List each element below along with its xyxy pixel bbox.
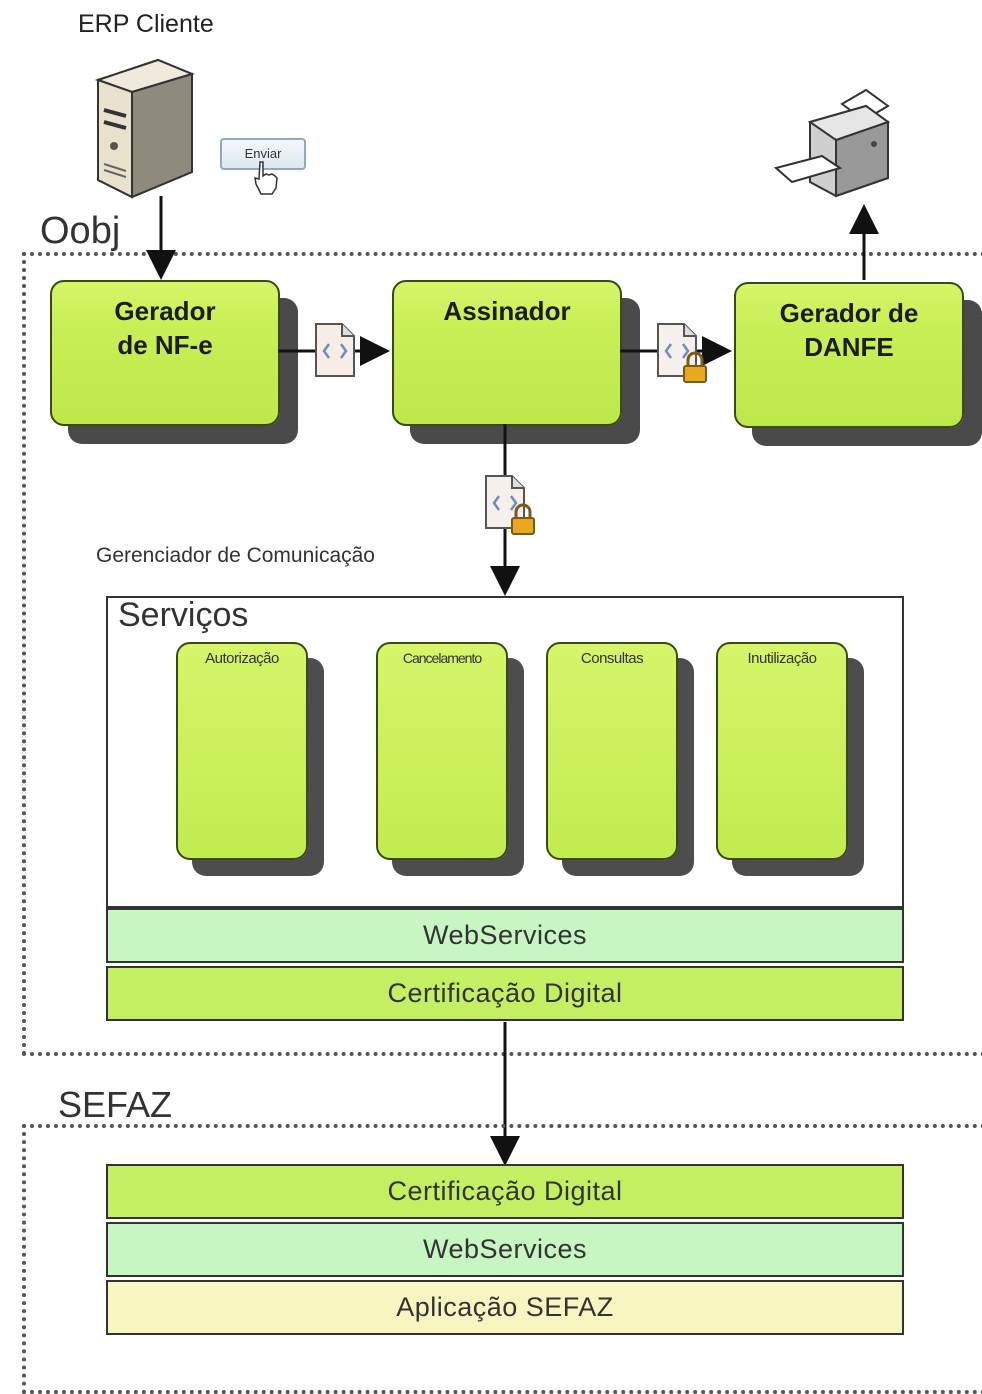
oobj-region [22,252,982,1056]
oobj-certificacao-band: Certificação Digital [106,966,904,1021]
sefaz-webservices-label: WebServices [422,1234,588,1264]
service-inutilizacao: Inutilização [716,642,848,860]
sefaz-certificacao-band: Certificação Digital [106,1164,904,1219]
gerador-nfe-box: Gerador de NF-e [50,280,280,426]
service-autorizacao: Autorização [176,642,308,860]
service-inutilizacao-label: Inutilização [747,650,817,667]
assinador-box: Assinador [392,280,622,426]
gerador-danfe-label: Gerador de DANFE [779,298,919,362]
servicos-title: Serviços [118,596,249,634]
printer-icon [773,88,891,198]
service-consultas-label: Consultas [580,650,644,667]
signed-xml-document-icon [657,323,707,383]
assinador-label: Assinador [443,296,571,326]
service-autorizacao-label: Autorização [205,650,279,667]
signed-xml-document-icon-2 [485,475,535,535]
oobj-webservices-band: WebServices [106,908,904,963]
gerador-nfe-label: Gerador de NF-e [114,296,216,360]
oobj-title: Oobj [40,210,121,252]
sefaz-aplicacao-label: Aplicação SEFAZ [396,1292,614,1322]
sefaz-title: SEFAZ [58,1084,173,1125]
sefaz-webservices-band: WebServices [106,1222,904,1277]
sefaz-certificacao-label: Certificação Digital [387,1176,623,1206]
service-cancelamento: Cancelamento [376,642,508,860]
service-cancelamento-label: Cancelamento [402,650,482,666]
service-consultas: Consultas [546,642,678,860]
sefaz-aplicacao-band: Aplicação SEFAZ [106,1280,904,1335]
erp-title: ERP Cliente [78,10,214,38]
server-icon [94,58,195,199]
xml-document-icon [315,323,355,377]
oobj-webservices-label: WebServices [422,920,588,950]
gerenciador-label: Gerenciador de Comunicação [96,544,375,567]
gerador-danfe-box: Gerador de DANFE [734,282,964,428]
cursor-hand-icon [254,161,278,195]
oobj-certificacao-label: Certificação Digital [387,978,623,1008]
